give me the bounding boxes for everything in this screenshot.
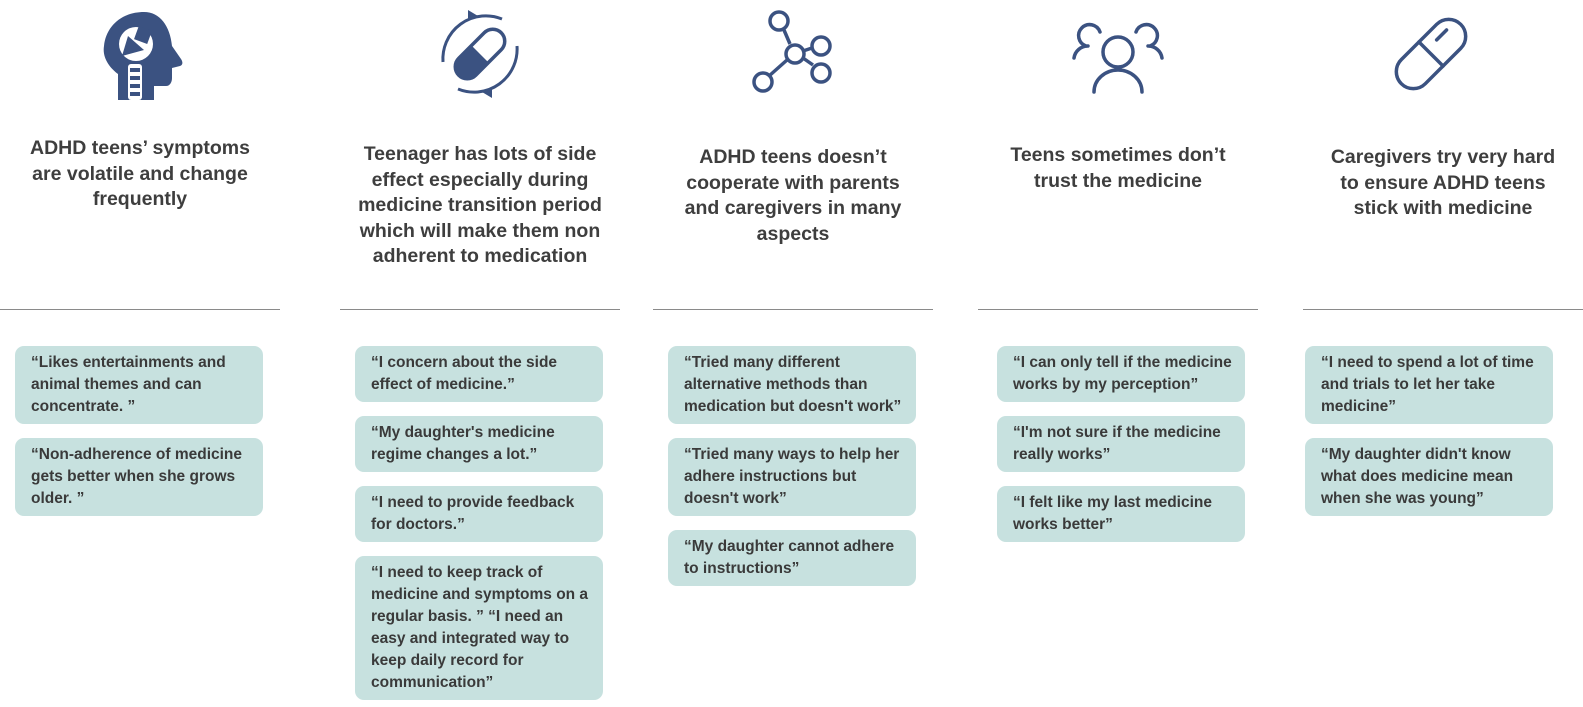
column-divider — [978, 309, 1258, 310]
quote-card: “My daughter cannot adhere to instructio… — [668, 530, 916, 586]
theme-heading: ADHD teens doesn’t cooperate with parent… — [684, 146, 902, 245]
theme-column-caregivers: Caregivers try very hard to ensure ADHD … — [1303, 0, 1583, 707]
theme-column-symptoms: ADHD teens’ symptoms are volatile and ch… — [0, 0, 280, 707]
quote-card: “I need to provide feedback for doctors.… — [355, 486, 603, 542]
column-divider — [0, 309, 280, 310]
quote-list: “I can only tell if the medicine works b… — [997, 346, 1245, 542]
quote-card: “I need to spend a lot of time and trial… — [1305, 346, 1553, 424]
column-divider — [340, 309, 620, 310]
quote-card: “Tried many ways to help her adhere inst… — [668, 438, 916, 516]
network-nodes-icon — [745, 6, 841, 102]
quote-card: “I need to keep track of medicine and sy… — [355, 556, 603, 700]
quote-card: “My daughter didn't know what does medic… — [1305, 438, 1553, 516]
quote-list: “Tried many different alternative method… — [668, 346, 916, 586]
column-divider — [1303, 309, 1583, 310]
theme-heading: ADHD teens’ symptoms are volatile and ch… — [30, 137, 250, 210]
quote-card: “My daughter's medicine regime changes a… — [355, 416, 603, 472]
theme-heading: Teenager has lots of side effect especia… — [358, 143, 602, 267]
theme-heading: Caregivers try very hard to ensure ADHD … — [1330, 146, 1556, 219]
quote-card: “Tried many different alternative method… — [668, 346, 916, 424]
quote-card: “Likes entertainments and animal themes … — [15, 346, 263, 424]
brain-head-icon — [92, 6, 188, 102]
quote-card: “I concern about the side effect of medi… — [355, 346, 603, 402]
quote-list: “I need to spend a lot of time and trial… — [1305, 346, 1553, 516]
people-group-icon — [1070, 6, 1166, 102]
quote-card: “Non-adherence of medicine gets better w… — [15, 438, 263, 516]
quote-card: “I felt like my last medicine works bett… — [997, 486, 1245, 542]
theme-column-trust: Teens sometimes don’t trust the medicine… — [978, 0, 1258, 707]
theme-column-side-effects: Teenager has lots of side effect especia… — [340, 0, 620, 707]
quote-card: “I'm not sure if the medicine really wor… — [997, 416, 1245, 472]
quote-list: “I concern about the side effect of medi… — [355, 346, 603, 700]
column-divider — [653, 309, 933, 310]
quote-card: “I can only tell if the medicine works b… — [997, 346, 1245, 402]
pill-capsule-icon — [1383, 6, 1479, 102]
medicine-cycle-icon — [432, 6, 528, 102]
quote-list: “Likes entertainments and animal themes … — [15, 346, 263, 516]
theme-column-cooperation: ADHD teens doesn’t cooperate with parent… — [653, 0, 933, 707]
theme-heading: Teens sometimes don’t trust the medicine — [1010, 144, 1226, 192]
